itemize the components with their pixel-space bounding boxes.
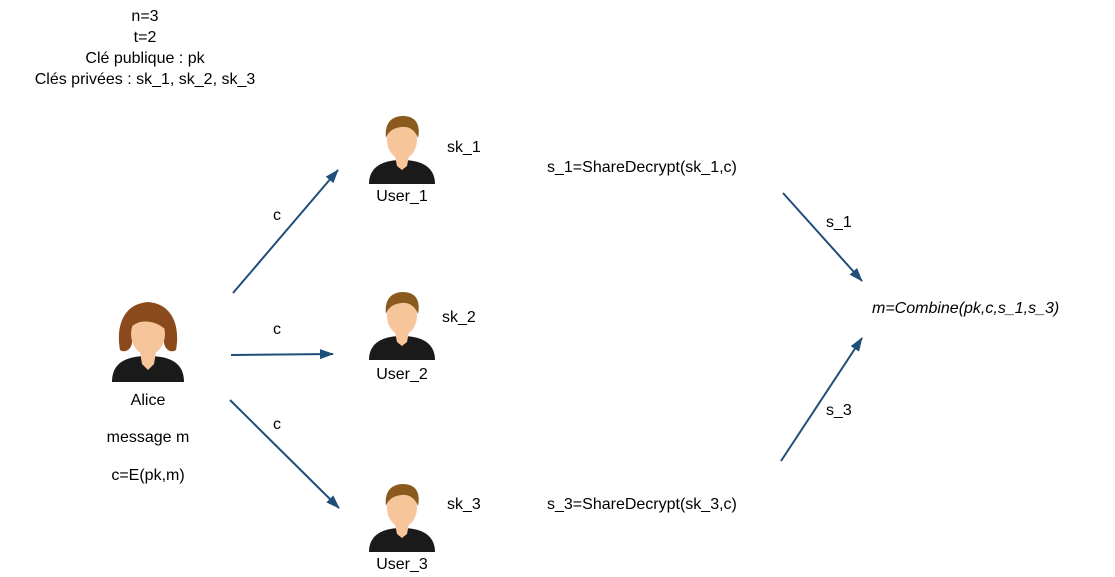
alice-message: message m [106, 429, 190, 446]
alice-ciphertext: c=E(pk,m) [111, 467, 185, 484]
arrow-alice-user3 [229, 399, 340, 509]
param-private-keys: Clés privées : sk_1, sk_2, sk_3 [34, 71, 256, 88]
user3-share: s_3=ShareDecrypt(sk_3,c) [547, 496, 737, 513]
edge-label-user3-combine: s_3 [826, 402, 852, 419]
param-n: n=3 [131, 8, 159, 25]
param-public-key: Clé publique : pk [85, 50, 205, 67]
user3-name: User_3 [376, 556, 428, 573]
edge-label-user1-combine: s_1 [826, 214, 852, 231]
edge-label-alice-user2: c [273, 321, 281, 338]
user2-key: sk_2 [442, 309, 476, 326]
parameters-block: n=3 t=2 Clé publique : pk Clés privées :… [0, 6, 290, 90]
man-avatar-icon [369, 116, 435, 184]
combine-result: m=Combine(pk,c,s_1,s_3) [872, 300, 1060, 317]
edge-label-alice-user3: c [273, 416, 281, 433]
user2-name: User_2 [376, 366, 428, 383]
user3-key: sk_3 [447, 496, 481, 513]
man-avatar-icon [369, 484, 435, 552]
arrow-alice-user1 [232, 169, 339, 294]
param-t: t=2 [133, 29, 157, 46]
arrow-alice-user2 [230, 349, 334, 360]
man-avatar-icon [369, 292, 435, 360]
arrow-user1-combine [782, 192, 863, 282]
user1-name: User_1 [376, 188, 428, 205]
woman-avatar-icon [112, 302, 184, 382]
edge-label-alice-user1: c [273, 207, 281, 224]
alice-name: Alice [130, 392, 166, 409]
user1-share: s_1=ShareDecrypt(sk_1,c) [547, 159, 737, 176]
arrow-user3-combine [780, 337, 863, 462]
user1-key: sk_1 [447, 139, 481, 156]
